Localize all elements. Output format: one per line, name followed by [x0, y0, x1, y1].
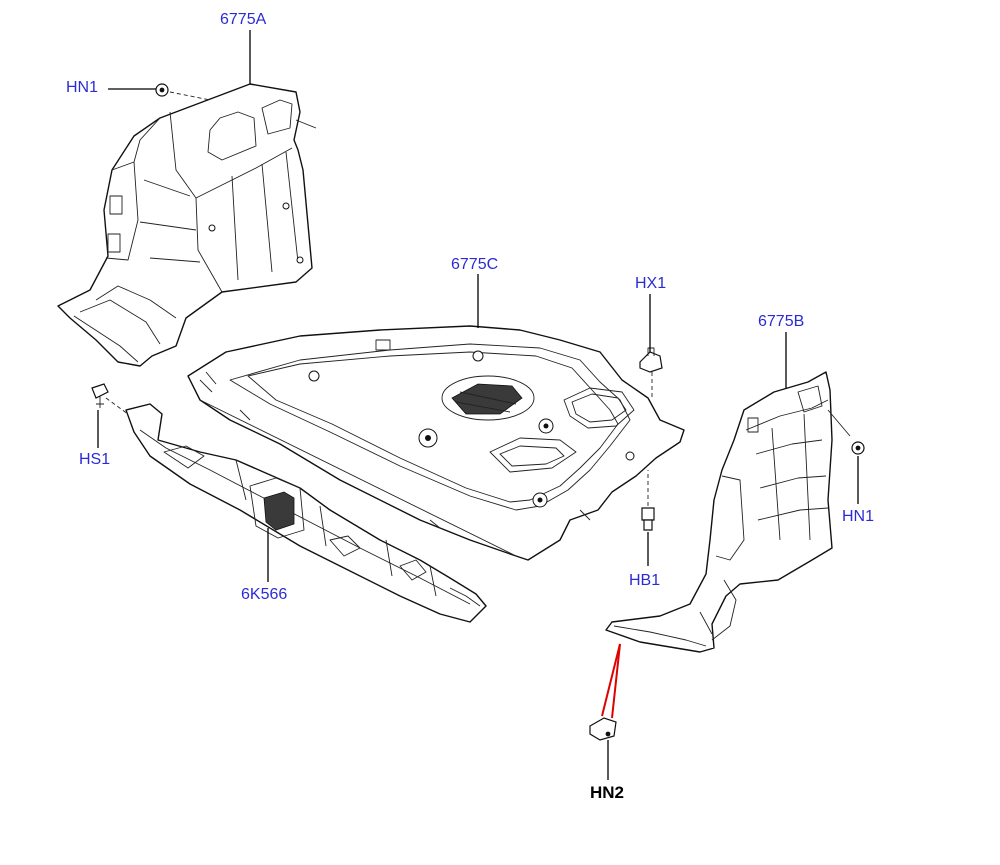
label-HN1-left: HN1: [66, 79, 98, 96]
fastener-HB1[interactable]: [641, 470, 655, 531]
label-HN2: HN2: [590, 783, 624, 802]
label-6775A: 6775A: [220, 11, 267, 28]
splash-shield-6775A[interactable]: [57, 83, 317, 367]
label-HX1: HX1: [635, 275, 666, 292]
label-HN1-right: HN1: [842, 508, 874, 525]
label-HB1: HB1: [629, 572, 660, 589]
label-6775C: 6775C: [451, 256, 498, 273]
under-tray-6775C[interactable]: [187, 325, 685, 561]
leader-lines: [97, 30, 859, 780]
fastener-HN1-right[interactable]: [851, 441, 865, 455]
fastener-HN2[interactable]: [589, 717, 617, 741]
label-HS1: HS1: [79, 451, 110, 468]
fastener-HX1[interactable]: [639, 347, 663, 398]
front-deflector-6K566[interactable]: [125, 403, 487, 623]
label-6775B: 6775B: [758, 313, 804, 330]
splash-shield-6775B[interactable]: [605, 371, 851, 653]
fastener-HN1-left[interactable]: [155, 83, 211, 101]
label-6K566: 6K566: [241, 586, 287, 603]
fastener-HS1[interactable]: [91, 383, 129, 415]
